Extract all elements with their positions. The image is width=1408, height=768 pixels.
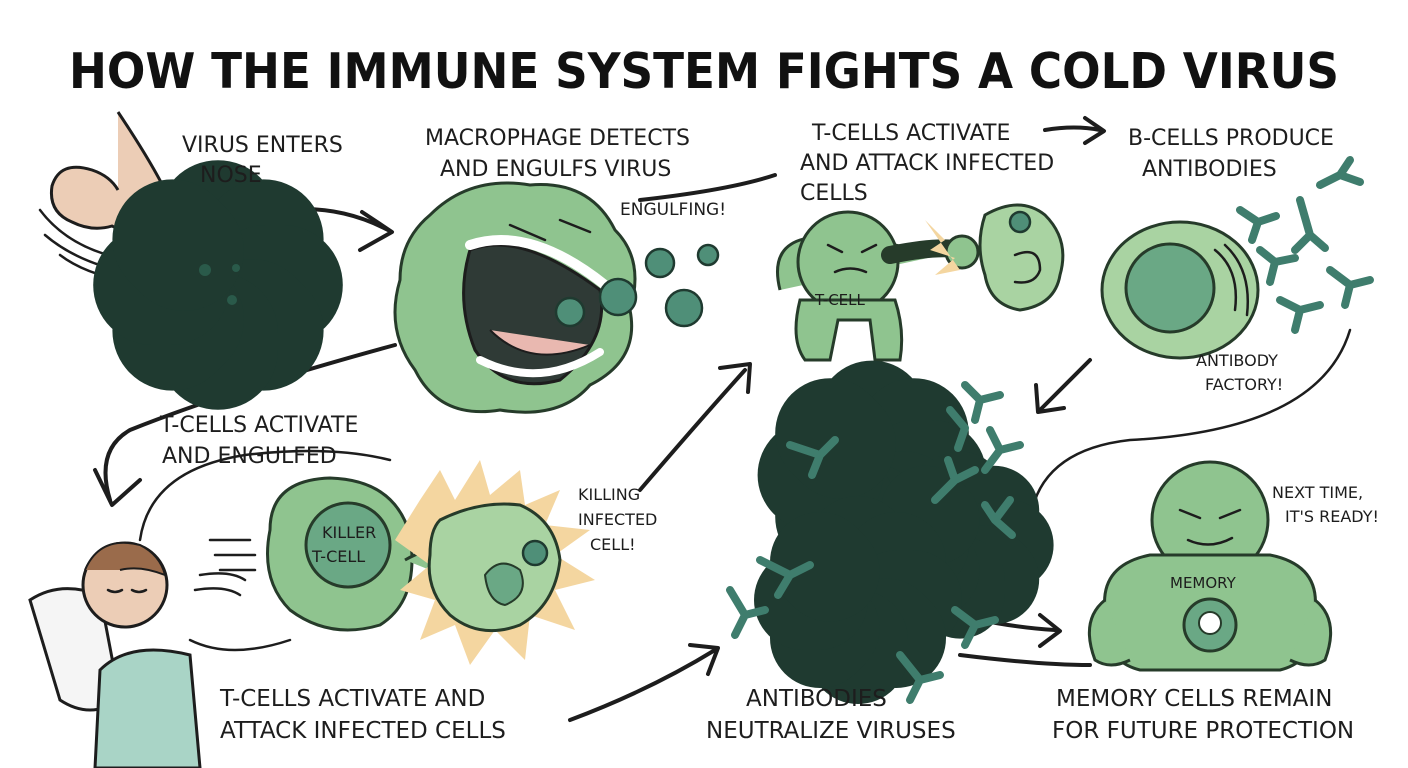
annotation-killing-line3: CELL! — [590, 535, 636, 554]
antibodies-cluster — [1236, 156, 1374, 334]
label-tcells-top-line2: AND ATTACK INFECTED — [800, 151, 1054, 176]
annotation-next-time: NEXT TIME, IT'S READY! — [1272, 483, 1379, 526]
arrow-bottom-to-antibodies-head — [688, 643, 720, 676]
annotation-next-time-line2: IT'S READY! — [1285, 507, 1379, 526]
label-virus-enters: VIRUS ENTERS NOSE — [182, 133, 343, 188]
arrow-killer-to-tcell — [638, 368, 747, 492]
small-viruses — [554, 243, 720, 328]
label-antibodies-line1: ANTIBODIES — [746, 686, 887, 712]
label-tcells-top: T-CELLS ACTIVATE AND ATTACK INFECTED CEL… — [800, 121, 1054, 206]
arrow-tcells-to-bcells-head — [1083, 116, 1106, 145]
killer-badge: KILLER T-CELL — [311, 523, 376, 566]
annotation-antibody-factory: ANTIBODY FACTORY! — [1196, 351, 1283, 394]
annotation-killing-line1: KILLING — [578, 485, 640, 504]
annotation-antibody-factory-line1: ANTIBODY — [1196, 351, 1278, 370]
curve-sleeper-to-killer — [188, 638, 292, 652]
b-cell — [1100, 220, 1260, 360]
killer-badge-line2: T-CELL — [311, 547, 365, 566]
memory-cell — [1087, 460, 1333, 672]
sleeping-person — [28, 541, 247, 768]
annotation-next-time-line1: NEXT TIME, — [1272, 483, 1363, 502]
antibodies-binding — [726, 381, 1024, 704]
label-antibodies-line2: NEUTRALIZE VIRUSES — [706, 718, 956, 744]
curve-bcell-to-memory — [1028, 328, 1352, 522]
label-macrophage-line2: AND ENGULFS VIRUS — [440, 157, 671, 182]
arrow-bcell-down — [1038, 358, 1092, 412]
annotation-killing: KILLING INFECTED CELL! — [578, 485, 657, 554]
arrow-lower-memory — [958, 653, 1092, 667]
arrow-macrophage-to-sleeper — [103, 343, 397, 502]
macrophage — [393, 181, 637, 414]
arrow-macrophage-to-tcell — [638, 173, 777, 202]
annotation-engulfing: ENGULFING! — [620, 200, 726, 220]
infected-cell-top — [925, 203, 1065, 312]
killer-badge-line1: KILLER — [322, 523, 376, 542]
label-virus-enters-line1: VIRUS ENTERS — [182, 133, 343, 158]
label-bcells: B-CELLS PRODUCE ANTIBODIES — [1128, 126, 1334, 182]
memory-badge: MEMORY — [1170, 574, 1237, 592]
arrow-bottom-to-antibodies — [568, 648, 717, 722]
label-macrophage-line1: MACROPHAGE DETECTS — [425, 126, 690, 151]
label-tcells-left: T-CELLS ACTIVATE AND ENGULFED — [159, 413, 358, 469]
label-macrophage: MACROPHAGE DETECTS AND ENGULFS VIRUS — [425, 126, 690, 182]
infected-cell-exploding — [395, 460, 595, 665]
virus-entering — [153, 220, 283, 350]
annotation-killing-line2: INFECTED — [578, 510, 657, 529]
arrow-killer-to-tcell-head — [718, 362, 752, 394]
label-bcells-line1: B-CELLS PRODUCE — [1128, 126, 1334, 151]
diagram-title: HOW THE IMMUNE SYSTEM FIGHTS A COLD VIRU… — [69, 43, 1339, 100]
arrow-antibodies-to-memory-head — [1038, 613, 1062, 648]
label-memory-line1: MEMORY CELLS REMAIN — [1056, 686, 1332, 712]
label-tcells-bottom-line1: T-CELLS ACTIVATE AND — [219, 686, 485, 712]
label-tcells-bottom-line2: ATTACK INFECTED CELLS — [220, 718, 506, 744]
arrow-nose-to-macrophage-head — [358, 210, 394, 252]
t-cell-fighter — [776, 210, 980, 362]
arrow-tcells-to-bcells — [1043, 125, 1102, 132]
label-bcells-line2: ANTIBODIES — [1142, 157, 1277, 182]
label-antibodies: ANTIBODIES NEUTRALIZE VIRUSES — [706, 686, 956, 744]
label-tcells-top-line3: CELLS — [800, 181, 868, 206]
label-tcells-top-line1: T-CELLS ACTIVATE — [811, 121, 1010, 146]
label-tcells-left-line1: T-CELLS ACTIVATE — [159, 413, 358, 438]
arrow-macrophage-to-sleeper-head — [93, 468, 142, 507]
label-tcells-bottom: T-CELLS ACTIVATE AND ATTACK INFECTED CEL… — [219, 686, 506, 744]
label-virus-enters-line2: NOSE — [200, 163, 262, 188]
label-memory-line2: FOR FUTURE PROTECTION — [1052, 718, 1354, 744]
label-memory: MEMORY CELLS REMAIN FOR FUTURE PROTECTIO… — [1052, 686, 1354, 744]
tcell-badge: T-CELL — [814, 291, 866, 309]
neutralized-viruses — [804, 416, 1009, 654]
flow-arrows — [93, 116, 1352, 722]
curve-left-loop — [138, 449, 392, 542]
label-tcells-left-line2: AND ENGULFED — [162, 444, 337, 469]
arrow-bcell-down-head — [1034, 383, 1066, 414]
annotation-antibody-factory-line2: FACTORY! — [1205, 375, 1283, 394]
